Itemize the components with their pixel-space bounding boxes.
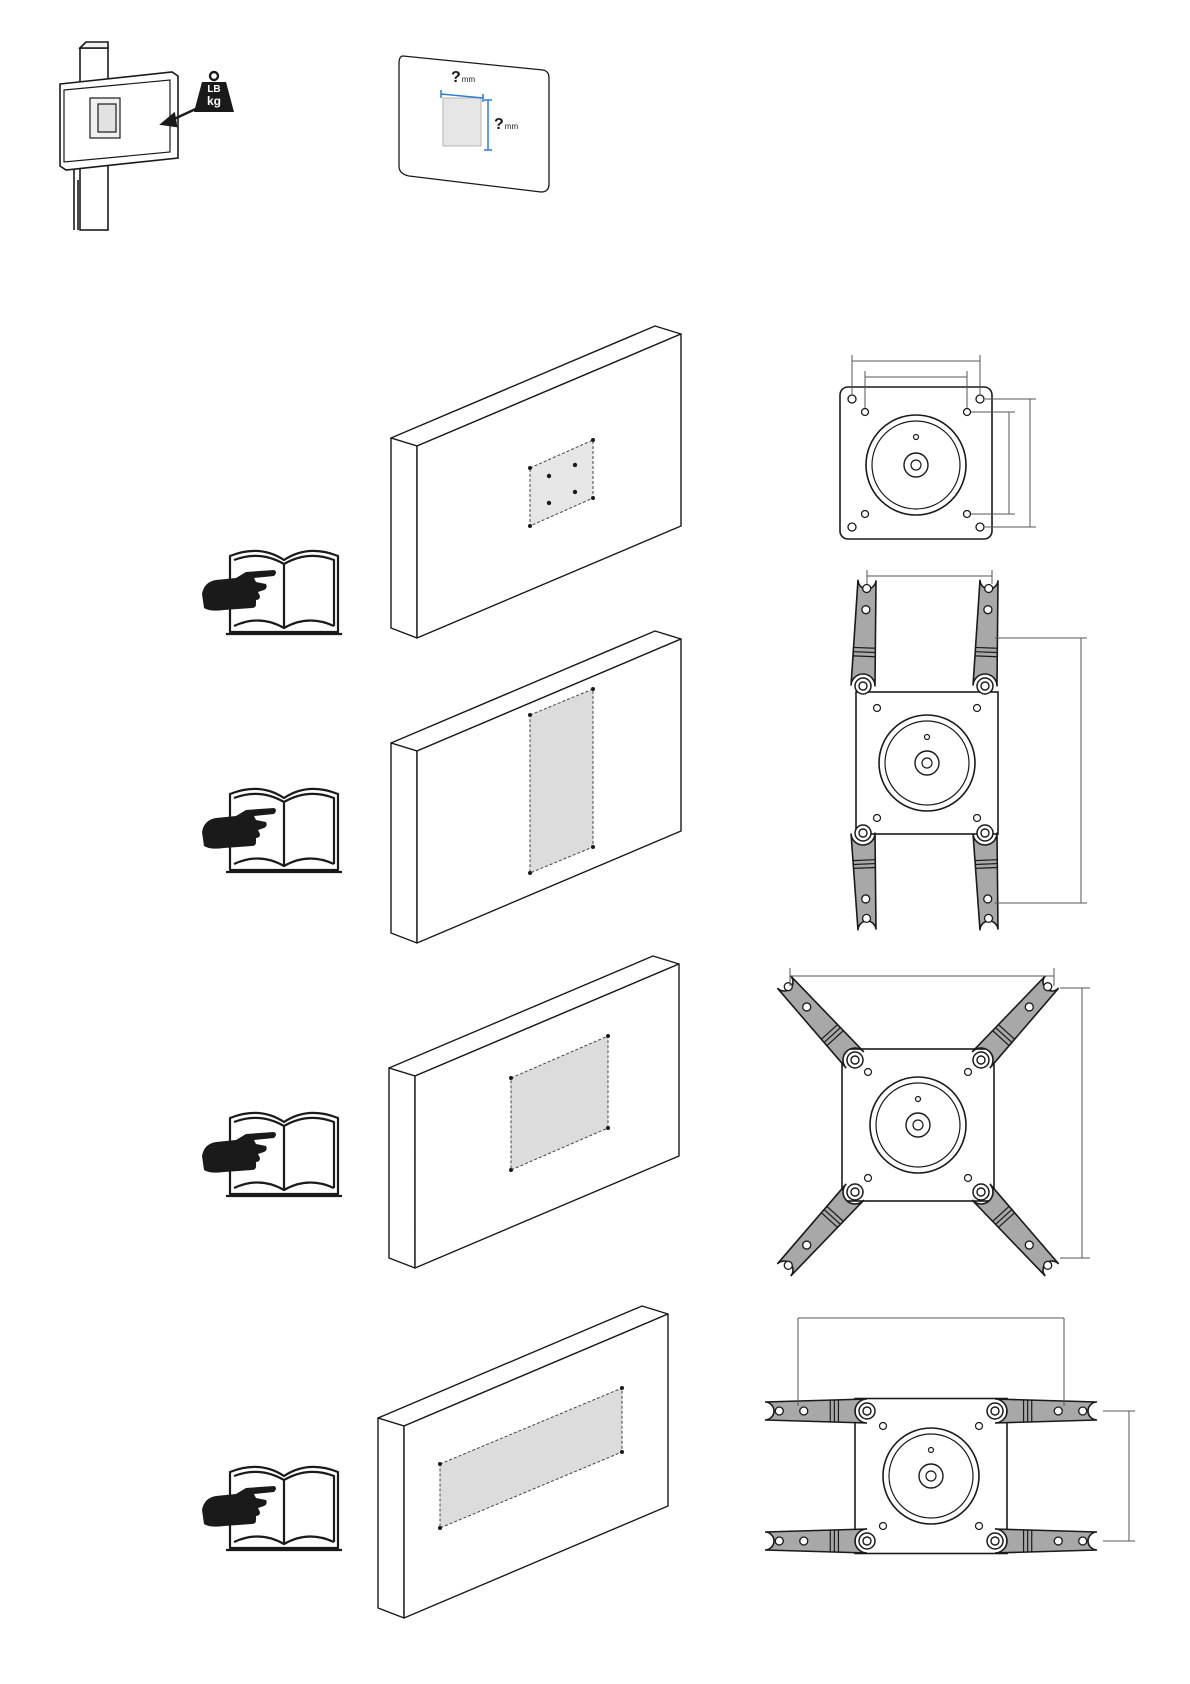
stand-weight-illustration: LB kg — [50, 40, 250, 230]
weight-unit-kg: kg — [192, 95, 236, 108]
adapter-arm — [851, 825, 876, 930]
manual-book-hand-icon — [202, 1108, 352, 1200]
display-back-tall — [385, 625, 685, 950]
monitor — [60, 72, 178, 170]
adapter-arm — [765, 1529, 875, 1553]
adapter-arm — [973, 825, 998, 930]
display-back-wide — [372, 1300, 672, 1625]
adapter-arm — [987, 1529, 1097, 1553]
adapter-arm — [777, 1184, 864, 1276]
question-mark-icon: ?mm — [451, 69, 475, 87]
adapter-horizontal-arms — [755, 1310, 1135, 1560]
adapter-arm — [987, 1399, 1097, 1423]
measure-illustration: ?mm ?mm — [395, 52, 555, 202]
manual-book-hand-icon — [202, 784, 352, 876]
hole-area — [443, 98, 481, 146]
display-back-square-small — [385, 320, 685, 645]
adapter-arm — [765, 1399, 875, 1423]
question-mark-icon-vertical: ?mm — [494, 116, 518, 134]
adapter-arm — [973, 580, 998, 694]
adapter-diagonal-arms — [760, 960, 1100, 1285]
adapter-arm — [851, 580, 876, 694]
manual-book-hand-icon — [202, 546, 352, 638]
adapter-arm — [972, 976, 1059, 1068]
adapter-arm — [777, 976, 864, 1068]
display-back-square-large — [383, 950, 683, 1275]
weight-icon: LB kg — [192, 70, 236, 114]
adapter-arm — [972, 1184, 1059, 1276]
adapter-base-plate — [825, 355, 1055, 545]
adapter-vertical-arms — [825, 568, 1095, 948]
manual-book-hand-icon — [202, 1462, 352, 1554]
